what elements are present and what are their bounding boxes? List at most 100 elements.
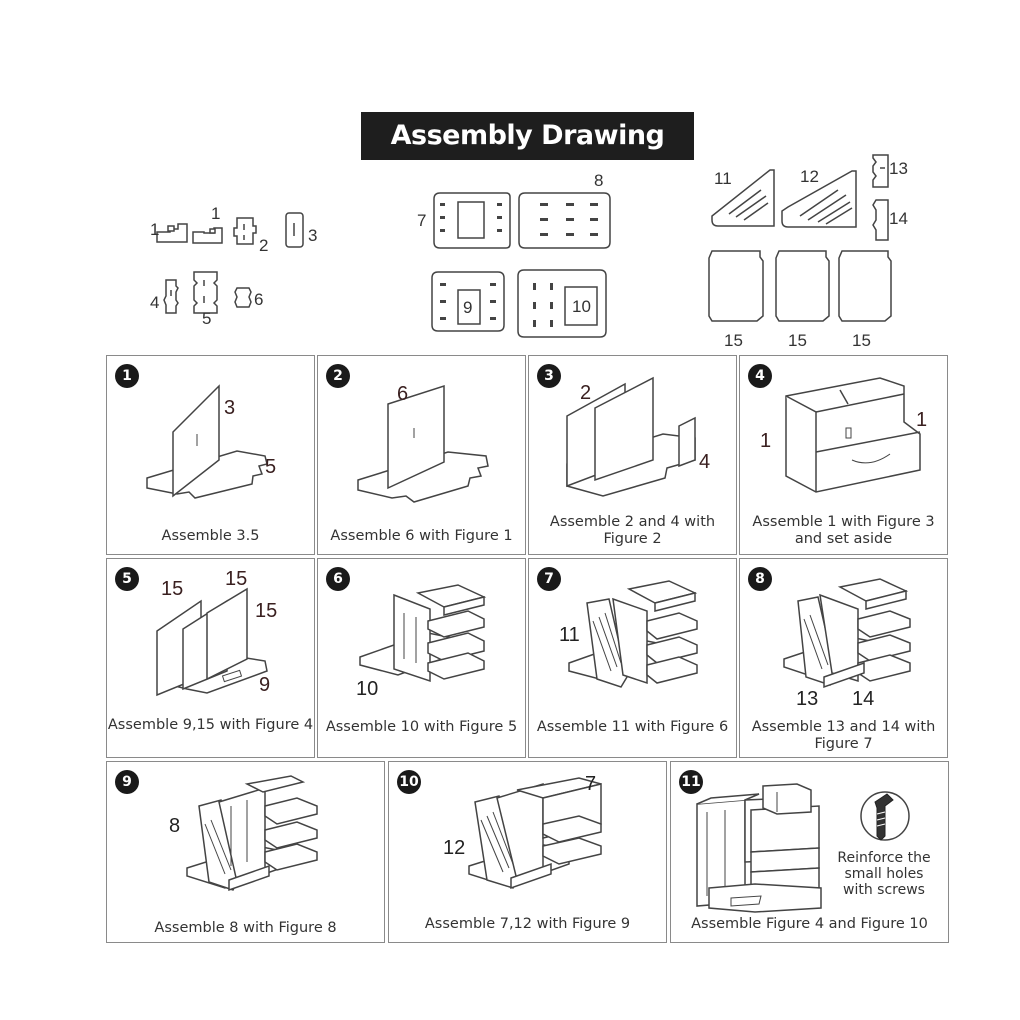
screw-icon	[860, 791, 910, 841]
step-caption: Assemble 10 with Figure 5	[325, 719, 518, 735]
part-15-drawing-a	[708, 250, 764, 322]
part-label: 14	[889, 209, 908, 228]
part-number-label: 14	[852, 688, 875, 710]
part-5-drawing	[193, 271, 218, 314]
part-11-drawing	[711, 169, 775, 227]
step-number: 1	[115, 364, 139, 388]
part-label: 1	[211, 204, 221, 223]
screw-reinforcement-note: Reinforce the small holes with screws	[837, 850, 931, 898]
step-5-illustration	[156, 587, 268, 697]
step-2-illustration	[357, 384, 489, 503]
step-panel-9: 9 8 Assemble 8 with Figure 8	[106, 761, 385, 943]
step-caption: Assemble 13 and 14 with Figure 7	[751, 719, 936, 752]
part-label: 13	[889, 159, 908, 178]
step-number: 10	[397, 770, 421, 794]
part-2-drawing	[233, 217, 257, 245]
part-label: 6	[254, 290, 264, 309]
step-caption: Assemble 6 with Figure 1	[330, 528, 513, 544]
step-caption: Assemble Figure 4 and Figure 10	[691, 916, 928, 932]
part-number-label: 1	[916, 409, 928, 431]
part-9-drawing	[431, 271, 505, 332]
step-caption: Assemble 9,15 with Figure 4	[107, 717, 314, 733]
part-15-drawing-b	[775, 250, 830, 322]
step-caption: Assemble 11 with Figure 6	[536, 719, 729, 735]
step-panel-10: 10 7 12 Assemble 7,12 with Figure 9	[388, 761, 667, 943]
step-9-illustration	[186, 775, 318, 892]
part-number-label: 10	[356, 678, 379, 700]
part-10-drawing	[517, 269, 607, 338]
part-label: 10	[572, 297, 591, 316]
part-number-label: 8	[169, 815, 181, 837]
part-number-label: 9	[259, 674, 271, 696]
step-panel-7: 7 11 Assemble 11 with Figure 6	[528, 558, 737, 758]
part-label: 11	[714, 169, 732, 188]
step-number: 2	[326, 364, 350, 388]
part-number-label: 3	[224, 397, 236, 419]
part-number-label: 15	[225, 568, 248, 590]
step-number: 5	[115, 567, 139, 591]
step-8-illustration	[783, 578, 911, 689]
step-11-illustration	[696, 783, 822, 913]
step-4-illustration	[785, 377, 921, 493]
part-14-drawing	[872, 199, 889, 241]
part-label: 15	[724, 331, 743, 350]
step-panel-3: 3 2 4 Assemble 2 and 4 with Figure 2	[528, 355, 737, 555]
part-12-drawing	[781, 170, 857, 228]
part-number-label: 13	[796, 688, 819, 710]
step-7-illustration	[568, 580, 698, 688]
part-number-label: 5	[265, 456, 277, 478]
part-number-label: 4	[699, 451, 711, 473]
step-caption: Assemble 1 with Figure 3 and set aside	[752, 514, 935, 547]
part-4-drawing	[163, 279, 179, 314]
part-1-left-drawing	[156, 223, 188, 243]
step-1-illustration	[146, 384, 268, 499]
step-number: 4	[748, 364, 772, 388]
part-number-label: 15	[161, 578, 184, 600]
step-number: 9	[115, 770, 139, 794]
part-15-drawing-c	[838, 250, 892, 322]
step-panel-4: 4 1 1 Assemble 1 with Figure 3 and set a…	[739, 355, 948, 555]
page-title: Assembly Drawing	[361, 112, 694, 160]
part-label: 1	[150, 220, 160, 239]
part-label: 7	[417, 211, 427, 230]
step-number: 8	[748, 567, 772, 591]
part-number-label: 1	[760, 430, 772, 452]
step-number: 3	[537, 364, 561, 388]
part-label: 2	[259, 236, 269, 255]
step-caption: Assemble 3.5	[161, 528, 260, 544]
part-number-label: 15	[255, 600, 278, 622]
step-panel-6: 6 10 Assemble 10 with Figure 5	[317, 558, 526, 758]
part-label: 5	[202, 309, 212, 328]
step-panel-2: 2 6 Assemble 6 with Figure 1	[317, 355, 526, 555]
step-caption: Assemble 7,12 with Figure 9	[424, 916, 631, 932]
part-number-label: 7	[585, 773, 597, 795]
part-label: 3	[308, 226, 318, 245]
part-7-drawing	[433, 192, 511, 249]
part-3-drawing	[285, 212, 304, 248]
step-3-illustration	[566, 376, 696, 497]
part-6-drawing	[234, 287, 252, 308]
step-caption: Assemble 8 with Figure 8	[154, 920, 337, 936]
part-label: 8	[594, 171, 604, 190]
part-label: 9	[463, 298, 473, 317]
step-panel-1: 1 3 5 Assemble 3.5	[106, 355, 315, 555]
part-number-label: 11	[559, 624, 580, 646]
part-number-label: 12	[443, 837, 466, 859]
part-number-label: 6	[397, 383, 409, 405]
part-label: 15	[788, 331, 807, 350]
parts-layout	[156, 154, 892, 338]
part-label: 15	[852, 331, 871, 350]
part-8-drawing	[518, 192, 611, 249]
step-6-illustration	[359, 584, 487, 683]
step-caption: Assemble 2 and 4 with Figure 2	[549, 514, 716, 547]
step-panel-8: 8 13 14 Assemble 13 and 14 with Figure 7	[739, 558, 948, 758]
step-number: 7	[537, 567, 561, 591]
part-1-right-drawing	[192, 227, 223, 244]
step-number: 6	[326, 567, 350, 591]
step-panel-5: 5 15 15 15 9 Assemble 9,15 with Figure 4	[106, 558, 315, 758]
part-number-label: 2	[580, 382, 592, 404]
step-number: 11	[679, 770, 703, 794]
step-10-illustration	[468, 777, 602, 890]
part-label: 4	[150, 293, 160, 312]
step-panel-11: 11 Reinforce the small holes with screws…	[670, 761, 949, 943]
